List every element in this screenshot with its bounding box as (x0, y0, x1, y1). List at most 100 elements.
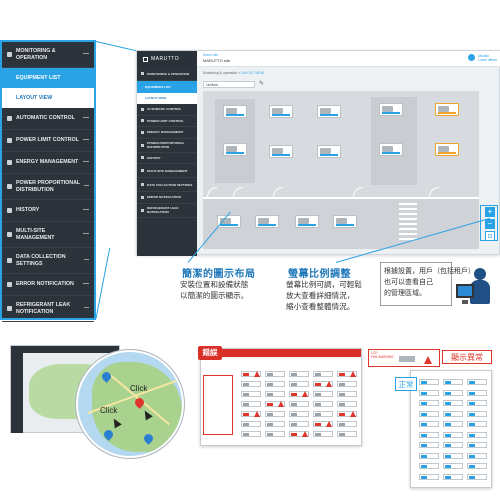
device-unit-warning[interactable] (435, 103, 459, 116)
device-cell[interactable] (289, 431, 309, 437)
device-cell[interactable] (419, 431, 439, 438)
device-cell[interactable] (337, 411, 357, 417)
device-cell[interactable] (289, 401, 309, 407)
edit-pen-icon[interactable]: ✎ (259, 81, 265, 87)
device-cell[interactable] (467, 379, 487, 385)
sidebar-item[interactable]: EQUIPMENT LIST (137, 81, 197, 93)
device-cell[interactable] (337, 371, 357, 377)
device-cell[interactable] (265, 381, 285, 387)
device-cell[interactable] (467, 431, 487, 438)
device-cell[interactable] (443, 442, 463, 448)
sidebar-item[interactable]: POWER LIMIT CONTROL (137, 116, 197, 127)
device-cell[interactable] (265, 431, 285, 437)
device-cell[interactable] (313, 401, 333, 407)
device-cell[interactable] (467, 389, 487, 396)
device-unit[interactable] (223, 143, 247, 156)
device-cell[interactable] (313, 421, 333, 427)
device-cell[interactable] (467, 410, 487, 417)
device-cell[interactable] (443, 410, 463, 417)
device-cell[interactable] (265, 391, 285, 397)
device-unit[interactable] (223, 105, 247, 118)
device-unit[interactable] (269, 145, 293, 158)
device-cell[interactable] (443, 431, 463, 438)
device-cell[interactable] (467, 463, 487, 469)
zoom-sidebar-item[interactable]: DATA COLLECTION SETTINGS (2, 248, 94, 274)
device-cell[interactable] (313, 411, 333, 417)
device-cell[interactable] (467, 442, 487, 448)
device-cell[interactable] (419, 442, 439, 448)
floor-select[interactable]: 1st floor (203, 81, 255, 88)
device-cell[interactable] (467, 473, 487, 480)
device-cell[interactable] (467, 400, 487, 406)
device-cell[interactable] (443, 421, 463, 427)
device-unit[interactable] (269, 105, 293, 118)
device-unit-warning[interactable] (435, 143, 459, 156)
device-cell[interactable] (265, 411, 285, 417)
device-cell[interactable] (337, 381, 357, 387)
device-cell[interactable] (443, 452, 463, 459)
device-unit[interactable] (255, 215, 279, 228)
sidebar-item[interactable]: LAYOUT VIEW (137, 92, 197, 104)
device-cell[interactable] (419, 421, 439, 427)
device-cell[interactable] (265, 421, 285, 427)
device-unit[interactable] (295, 215, 319, 228)
sidebar-item[interactable]: ERROR NOTIFICATION (137, 192, 197, 204)
device-unit[interactable] (317, 105, 341, 118)
sidebar-item[interactable]: MULTI-SITE MANAGEMENT (137, 164, 197, 178)
device-cell[interactable] (313, 381, 333, 387)
device-cell[interactable] (313, 371, 333, 377)
device-unit[interactable] (333, 215, 357, 228)
device-cell[interactable] (443, 389, 463, 396)
device-cell[interactable] (241, 421, 261, 427)
app-logo[interactable]: MARUTTO (137, 51, 197, 67)
device-cell[interactable] (443, 473, 463, 480)
device-cell[interactable] (419, 410, 439, 417)
zoom-sidebar-item[interactable]: ERROR NOTIFICATION (2, 274, 94, 296)
device-unit[interactable] (317, 145, 341, 158)
device-cell[interactable] (241, 371, 261, 377)
device-cell[interactable] (443, 463, 463, 469)
device-cell[interactable] (289, 411, 309, 417)
zoom-sidebar-item[interactable]: ENERGY MANAGEMENT (2, 152, 94, 174)
zoom-sidebar-item[interactable]: POWER PROPORTIONAL DISTRIBUTION (2, 174, 94, 200)
device-cell[interactable] (289, 391, 309, 397)
device-cell[interactable] (419, 379, 439, 385)
device-cell[interactable] (337, 431, 357, 437)
zoom-sidebar-item[interactable]: MULTI-SITE MANAGEMENT (2, 222, 94, 248)
device-cell[interactable] (467, 452, 487, 459)
device-cell[interactable] (241, 381, 261, 387)
zoom-sidebar-item[interactable]: HISTORY (2, 200, 94, 222)
sidebar-item[interactable]: ENERGY MANAGEMENT (137, 127, 197, 139)
device-unit[interactable] (379, 103, 403, 116)
device-cell[interactable] (337, 391, 357, 397)
device-cell[interactable] (337, 401, 357, 407)
user-menu[interactable]: Marutto Lower offices (468, 54, 497, 62)
device-unit[interactable] (379, 143, 403, 156)
device-cell[interactable] (265, 371, 285, 377)
device-unit[interactable] (217, 215, 241, 228)
device-cell[interactable] (241, 411, 261, 417)
zoom-sidebar-item[interactable]: REFRIGERANT LEAK NOTIFICATION (2, 296, 94, 322)
sidebar-item[interactable]: POWER PROPORTIONAL DISTRIBUTION (137, 139, 197, 153)
device-cell[interactable] (241, 401, 261, 407)
device-cell[interactable] (467, 421, 487, 427)
device-cell[interactable] (419, 463, 439, 469)
zoom-sidebar-item[interactable]: POWER LIMIT CONTROL (2, 130, 94, 152)
zoom-sidebar-item[interactable]: LAYOUT VIEW (2, 88, 94, 108)
device-cell[interactable] (419, 452, 439, 459)
device-cell[interactable] (289, 421, 309, 427)
device-cell[interactable] (313, 391, 333, 397)
sidebar-item[interactable]: HISTORY (137, 153, 197, 164)
sidebar-item[interactable]: DATA COLLECTION SETTINGS (137, 178, 197, 192)
device-cell[interactable] (419, 400, 439, 406)
site-selector[interactable]: Demo site MARUTTO site (203, 53, 230, 63)
sidebar-item[interactable]: REFRIGERANT LEAK NOTIFICATION (137, 204, 197, 218)
sidebar-item[interactable]: AUTOMATIC CONTROL (137, 104, 197, 116)
device-cell[interactable] (419, 389, 439, 396)
sidebar-item[interactable]: MONITORING & OPERATION (137, 67, 197, 81)
device-cell[interactable] (241, 431, 261, 437)
device-cell[interactable] (337, 421, 357, 427)
zoom-sidebar-item[interactable]: MONITORING & OPERATION (2, 42, 94, 68)
device-cell[interactable] (265, 401, 285, 407)
device-cell[interactable] (289, 381, 309, 387)
